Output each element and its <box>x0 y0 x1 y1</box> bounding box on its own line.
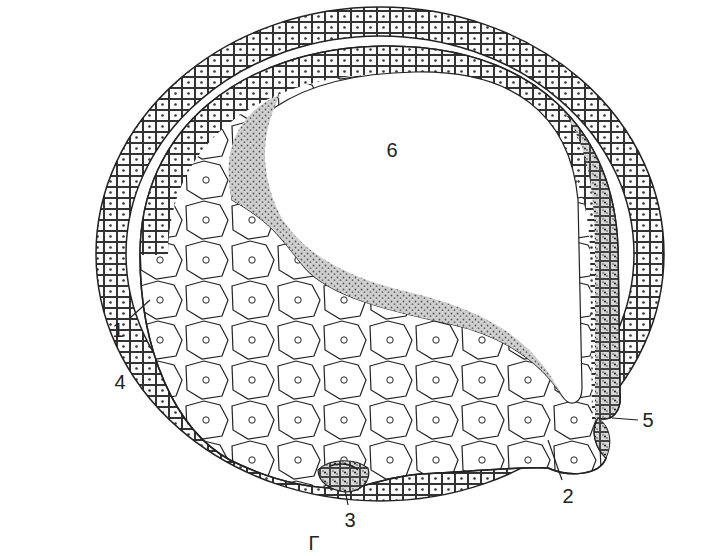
callout-number: 6 <box>386 140 397 160</box>
callout-number: 1 <box>112 320 123 340</box>
callout-number: 2 <box>562 486 573 506</box>
callout-number: 4 <box>114 372 125 392</box>
callout-number: 5 <box>642 410 653 430</box>
panel-letter: Г <box>309 533 320 553</box>
callout-number: 3 <box>344 510 355 530</box>
